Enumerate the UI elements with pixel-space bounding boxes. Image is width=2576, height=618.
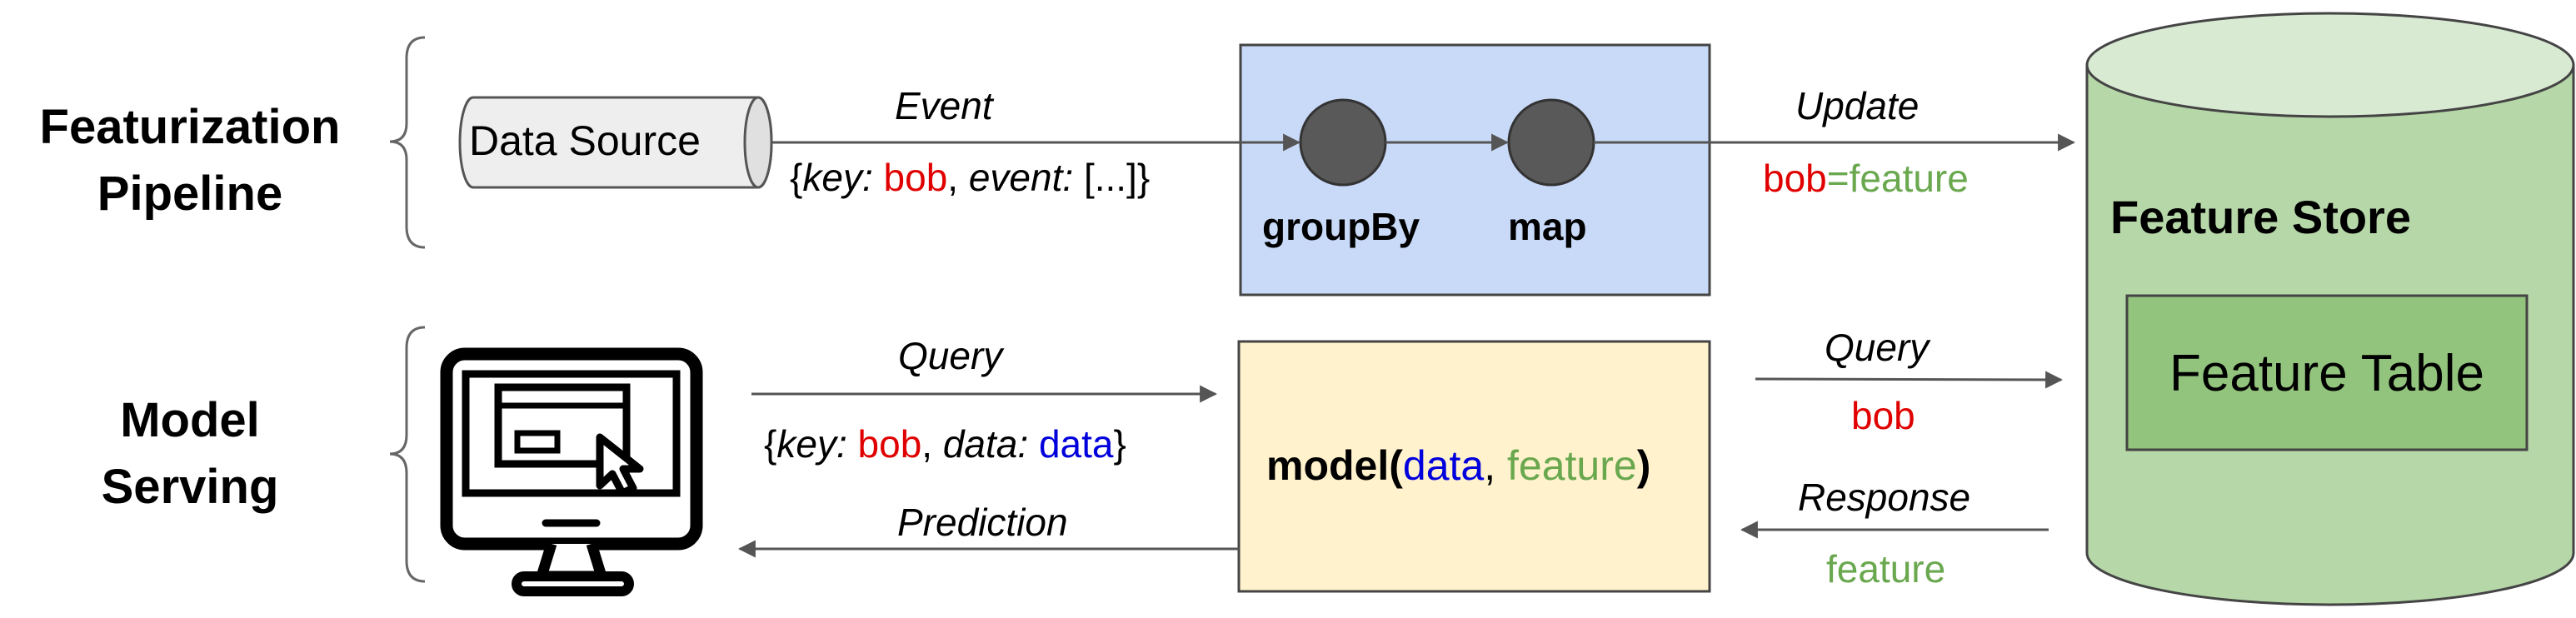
model-prefix: model( — [1266, 442, 1403, 489]
data-source-label: Data Source — [469, 117, 701, 164]
data-source-cylinder — [458, 96, 773, 189]
model-suffix: ) — [1636, 442, 1651, 489]
update-key: bob — [1763, 157, 1827, 200]
model-arg-feature: feature — [1507, 442, 1637, 489]
feature-table-label: Feature Table — [2169, 345, 2484, 402]
computer-monitor-icon — [440, 347, 703, 596]
model-sep: , — [1484, 442, 1508, 489]
featurization-section-title: Featurization Pipeline — [0, 94, 380, 227]
featurization-title-line2: Pipeline — [97, 167, 283, 221]
model-label: model(data, feature) — [1266, 441, 1650, 490]
query-right-value: bob — [1851, 394, 1915, 437]
serving-brace — [389, 326, 426, 583]
query-left-sep: , — [921, 422, 933, 466]
serving-title-line2: Serving — [101, 460, 279, 514]
query-left-data-value: data — [1038, 422, 1114, 466]
model-arg-data: data — [1402, 442, 1485, 489]
update-eq: = — [1826, 157, 1850, 200]
featurization-title-line1: Featurization — [39, 100, 341, 154]
model-box — [1237, 340, 1711, 593]
update-value: feature — [1849, 157, 1969, 200]
event-payload-open: { — [790, 156, 803, 199]
event-payload-key-label: key: — [802, 156, 873, 199]
event-label: Event — [895, 84, 993, 127]
response-label: Response — [1798, 476, 1971, 519]
event-payload: {key: bob, event: [...]} — [790, 155, 1150, 200]
prediction-label: Prediction — [897, 501, 1068, 544]
feature-table-box — [2125, 294, 2529, 451]
event-payload-key-value: bob — [883, 156, 948, 199]
map-label: map — [1508, 205, 1587, 248]
groupby-node — [1299, 98, 1387, 187]
serving-title-line1: Model — [120, 393, 260, 447]
query-left-key-value: bob — [857, 422, 922, 466]
query-left-key-label: key: — [776, 422, 847, 466]
event-payload-event-value: [...]} — [1083, 156, 1151, 199]
update-payload: bob=feature — [1763, 156, 1969, 201]
query-left-label: Query — [898, 334, 1003, 377]
event-payload-sep: , — [947, 156, 959, 199]
query-left-open: { — [764, 422, 777, 466]
query-right-arrow — [1755, 371, 2064, 389]
response-value: feature — [1826, 547, 1946, 591]
event-payload-event-label: event: — [968, 156, 1074, 199]
query-left-payload: {key: bob, data: data} — [764, 421, 1126, 466]
mouse-pointer-icon — [596, 433, 644, 497]
feature-store-title: Feature Store — [2110, 191, 2411, 243]
serving-section-title: Model Serving — [0, 387, 380, 521]
map-node — [1507, 98, 1595, 187]
update-label: Update — [1795, 84, 1920, 127]
featurization-brace — [389, 36, 426, 249]
query-left-close: } — [1113, 422, 1126, 466]
groupby-label: groupBy — [1262, 205, 1420, 248]
query-left-data-label: data: — [942, 422, 1029, 466]
query-right-label: Query — [1825, 326, 1930, 369]
